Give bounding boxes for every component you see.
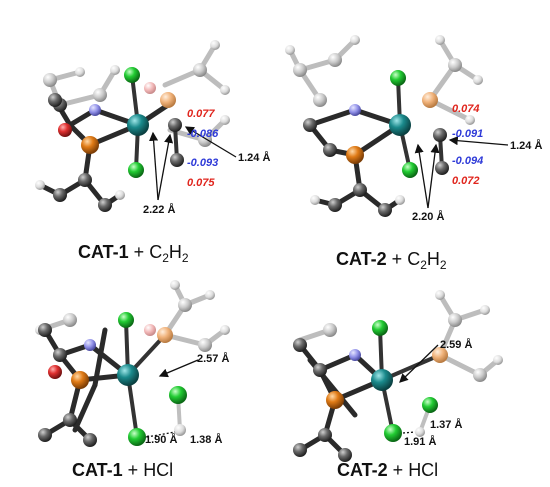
charge-label: 0.072 [452,175,480,187]
panel-cat2-c2h2: 1.24 Å 2.20 Å 0.074 -0.091 -0.094 0.072 … [285,35,542,272]
molecule-atoms [35,40,230,212]
distance-arrows [414,136,509,209]
distance-label: 1.24 Å [510,139,542,152]
charge-label: -0.093 [187,157,218,169]
molecule-atoms [285,35,483,217]
charge-label: 0.075 [187,177,215,189]
panel-caption: CAT-1 + HCl [72,460,173,480]
distance-label: 1.90 Å [145,433,177,446]
distance-label: 2.20 Å [412,210,444,223]
molecule-atoms [35,280,230,447]
panel-caption: CAT-2 + C2H2 [336,249,447,272]
distance-label: 2.22 Å [143,203,175,216]
molecule-atoms [293,290,503,462]
distance-label: 2.57 Å [197,352,229,365]
charge-label: -0.091 [452,128,483,140]
distance-label: 1.38 Å [190,433,222,446]
panel-cat2-hcl: 2.59 Å 1.37 Å 1.91 Å CAT-2 + HCl [293,290,503,480]
distance-arrows [149,126,237,201]
distance-label: 1.91 Å [404,435,436,448]
charge-label: 0.074 [452,103,480,115]
panel-cat1-hcl: 2.57 Å 1.90 Å 1.38 Å CAT-1 + HCl [35,280,230,480]
panel-caption: CAT-2 + HCl [337,460,438,480]
distance-label: 2.59 Å [440,338,472,351]
charge-label: 0.077 [187,108,215,120]
charge-label: -0.086 [187,128,219,140]
panel-caption: CAT-1 + C2H2 [78,242,189,265]
distance-arrows [399,344,439,434]
distance-label: 1.24 Å [238,151,270,164]
distance-label: 1.37 Å [430,418,462,431]
distance-arrows [146,359,199,438]
charge-label: -0.094 [452,155,483,167]
panel-cat1-c2h2: 1.24 Å 2.22 Å 0.077 -0.086 -0.093 0.075 … [35,40,270,265]
